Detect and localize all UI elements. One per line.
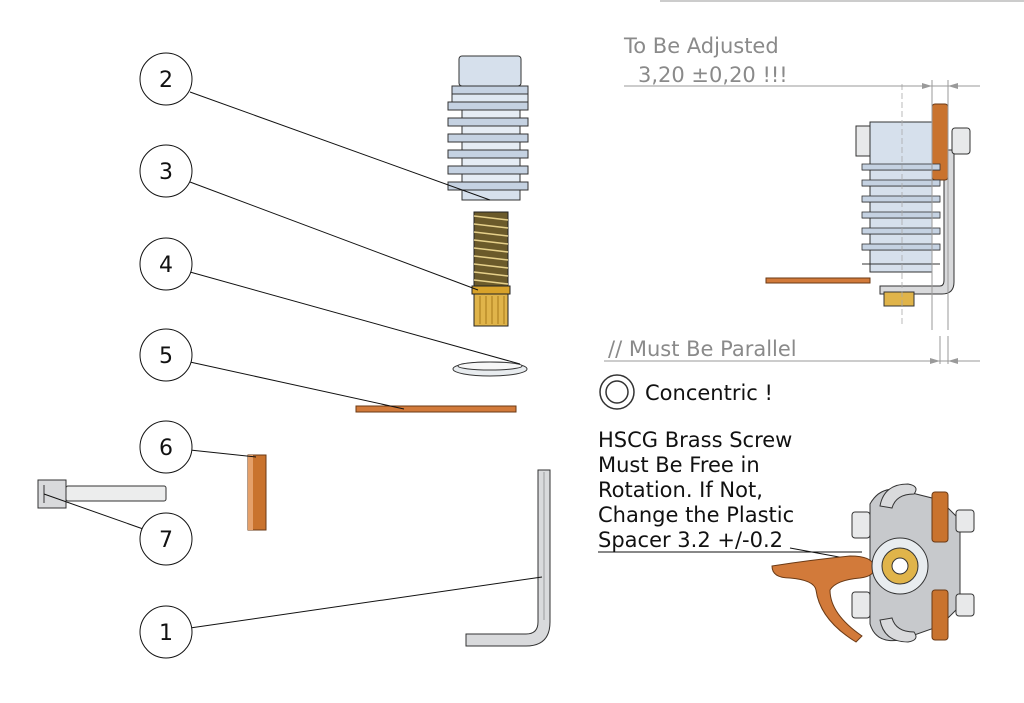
screw-note-line2: Must Be Free in — [598, 453, 760, 477]
screw-note-line3: Rotation. If Not, — [598, 478, 763, 502]
adjust-label-line1: To Be Adjusted — [623, 34, 779, 58]
leader-7 — [43, 493, 147, 531]
screw-note-line1: HSCG Brass Screw — [598, 428, 792, 452]
concentric-label: Concentric ! — [645, 381, 773, 405]
leader-2 — [189, 91, 491, 201]
assembled-bottom-view — [771, 483, 975, 643]
screw-note-line5: Spacer 3.2 +/-0.2 — [598, 528, 783, 552]
part-washer — [452, 361, 528, 377]
leader-5 — [189, 361, 405, 410]
balloon-4 — [139, 237, 193, 291]
balloon-1 — [139, 605, 193, 659]
assembled-side-view — [765, 84, 971, 326]
part-l-bracket — [465, 469, 551, 647]
dimension-parallel — [604, 336, 980, 364]
balloon-3-label: 3 — [159, 160, 173, 185]
part-copper-spacer — [247, 454, 267, 531]
balloon-5-label: 5 — [159, 344, 173, 369]
leader-1 — [189, 576, 543, 629]
leader-4 — [189, 271, 521, 365]
balloon-7 — [139, 512, 193, 566]
parallel-label: // Must Be Parallel — [608, 337, 797, 361]
adjust-label-line2: 3,20 ±0,20 !!! — [638, 63, 788, 87]
part-heatsink — [447, 55, 529, 201]
leader-6 — [189, 449, 257, 458]
balloon-2-label: 2 — [159, 68, 173, 93]
balloon-4-label: 4 — [159, 253, 173, 278]
part-brass-screw — [471, 211, 511, 327]
concentric-symbol-icon — [599, 374, 635, 410]
balloon-3 — [139, 144, 193, 198]
balloon-6-label: 6 — [159, 436, 173, 461]
balloon-2 — [139, 52, 193, 106]
leader-3 — [189, 181, 479, 291]
part-cap-screw — [37, 479, 167, 509]
balloon-5 — [139, 328, 193, 382]
dimension-adjust — [624, 80, 980, 330]
balloon-1-label: 1 — [159, 621, 173, 646]
balloon-7-label: 7 — [159, 528, 173, 553]
screw-note-line4: Change the Plastic — [598, 503, 794, 527]
balloon-6 — [139, 420, 193, 474]
part-copper-plate — [355, 405, 517, 413]
